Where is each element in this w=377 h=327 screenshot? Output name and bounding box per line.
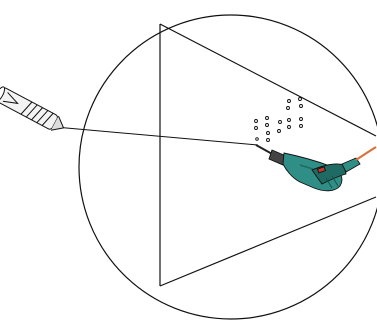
power-drill-icon bbox=[256, 145, 376, 191]
pointer-line bbox=[44, 126, 258, 145]
dust-particles-icon bbox=[255, 98, 303, 142]
wall-plug-icon bbox=[0, 86, 67, 135]
wall-section bbox=[160, 24, 376, 286]
